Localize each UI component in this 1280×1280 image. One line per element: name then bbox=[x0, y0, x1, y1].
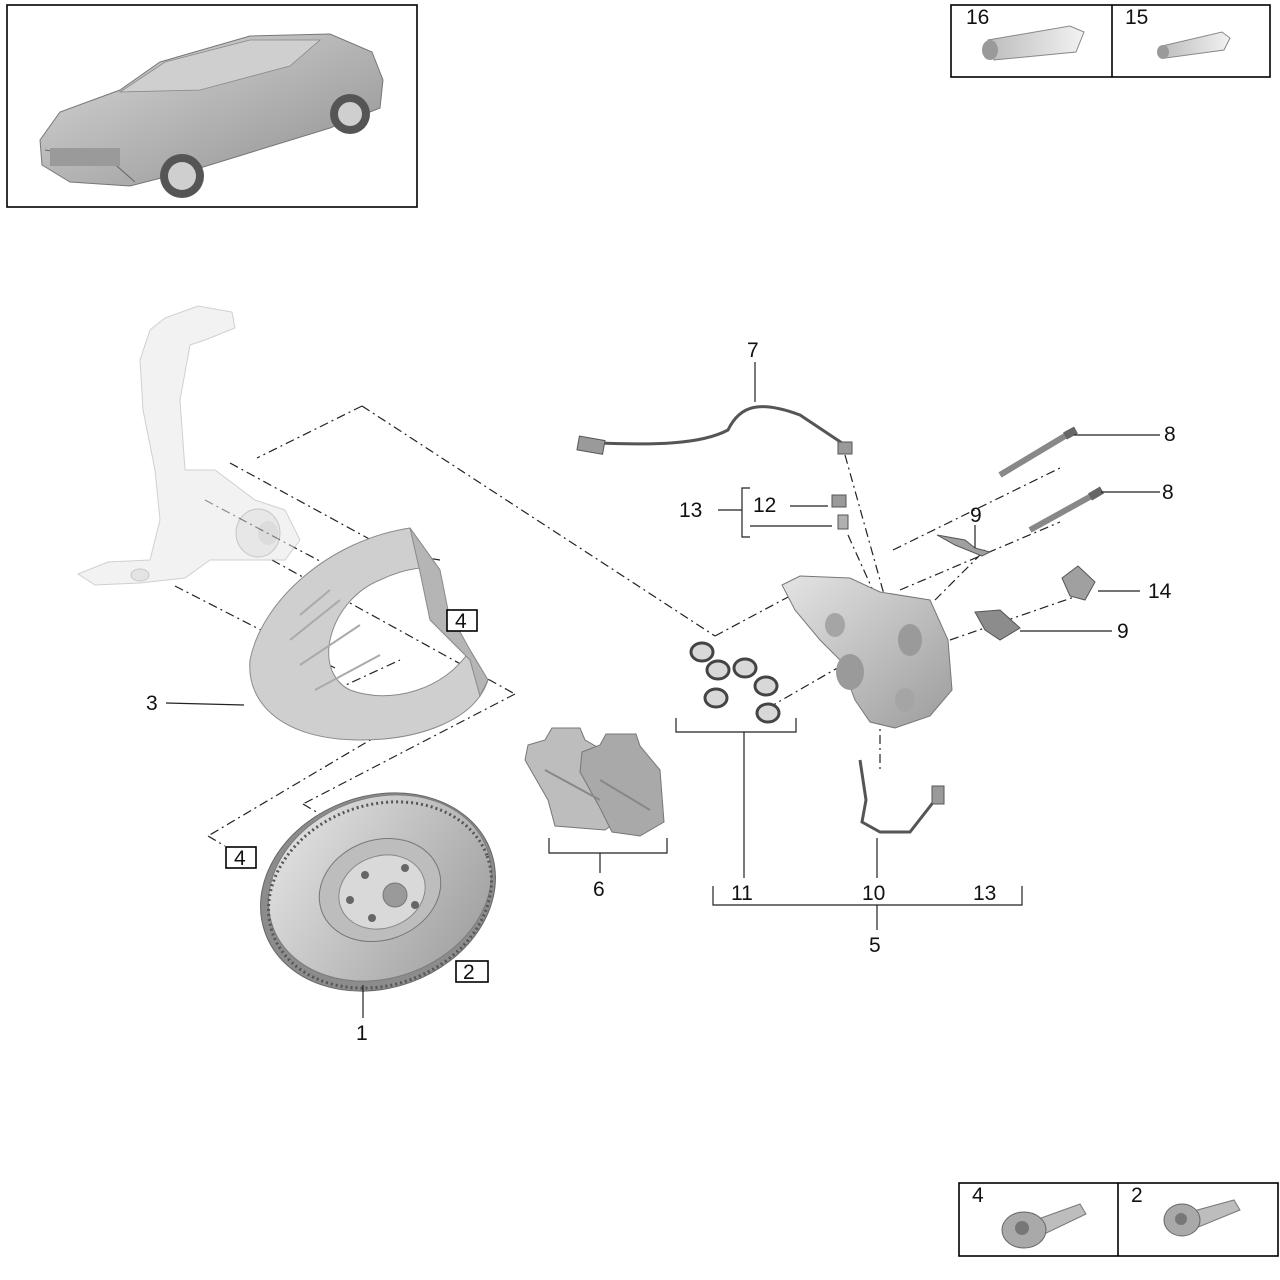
callout-13-left: 13 bbox=[679, 499, 702, 522]
fasteners-box: 4 2 bbox=[958, 1182, 1279, 1257]
brake-disc bbox=[260, 792, 496, 992]
callout-6: 6 bbox=[593, 878, 605, 901]
consumables-box: 16 15 bbox=[950, 4, 1271, 78]
callout-8-lower: 8 bbox=[1162, 481, 1174, 504]
callout-box-4-lower bbox=[225, 846, 257, 869]
callout-12: 12 bbox=[753, 494, 776, 517]
callout-14: 14 bbox=[1148, 580, 1172, 603]
bleeder-valve bbox=[831, 494, 849, 530]
brake-hose bbox=[858, 759, 945, 834]
callouts: 1 2 3 4 4 5 6 7 8 8 9 9 10 11 12 13 13 1… bbox=[146, 339, 1176, 1045]
callout-10: 10 bbox=[862, 882, 885, 905]
leader-lines bbox=[165, 362, 1160, 1018]
callout-4-lower: 4 bbox=[234, 847, 246, 870]
fastener-label-2: 2 bbox=[1131, 1184, 1143, 1207]
brake-pads bbox=[524, 727, 665, 837]
consumable-label-15: 15 bbox=[1125, 6, 1148, 29]
callout-11: 11 bbox=[731, 882, 753, 905]
wear-sensor bbox=[576, 405, 853, 455]
guide-pins bbox=[998, 426, 1105, 533]
seal-rings bbox=[689, 641, 781, 724]
tube-small-icon bbox=[1157, 31, 1231, 59]
callout-5: 5 bbox=[869, 934, 881, 957]
flange-bolt-icon bbox=[1001, 1203, 1087, 1249]
brake-caliper bbox=[781, 575, 953, 729]
tube-large-icon bbox=[982, 25, 1085, 61]
disc-screw-icon bbox=[1163, 1199, 1241, 1237]
callout-9-upper: 9 bbox=[970, 504, 982, 527]
consumable-label-16: 16 bbox=[966, 6, 989, 29]
spring-clips bbox=[936, 534, 1096, 641]
callout-1: 1 bbox=[356, 1022, 368, 1045]
callout-8-upper: 8 bbox=[1164, 423, 1176, 446]
fastener-label-4: 4 bbox=[972, 1184, 984, 1207]
callout-3: 3 bbox=[146, 692, 158, 715]
callout-7: 7 bbox=[747, 339, 759, 362]
callout-13-bottom: 13 bbox=[973, 882, 996, 905]
callout-9-lower: 9 bbox=[1117, 620, 1129, 643]
vehicle-thumbnail bbox=[6, 4, 418, 208]
callout-4-upper: 4 bbox=[455, 610, 467, 633]
callout-box-4-upper bbox=[446, 609, 478, 632]
steering-knuckle bbox=[76, 305, 301, 586]
callout-2: 2 bbox=[463, 961, 475, 984]
vehicle-image bbox=[39, 33, 384, 198]
callout-box-2 bbox=[455, 960, 489, 983]
